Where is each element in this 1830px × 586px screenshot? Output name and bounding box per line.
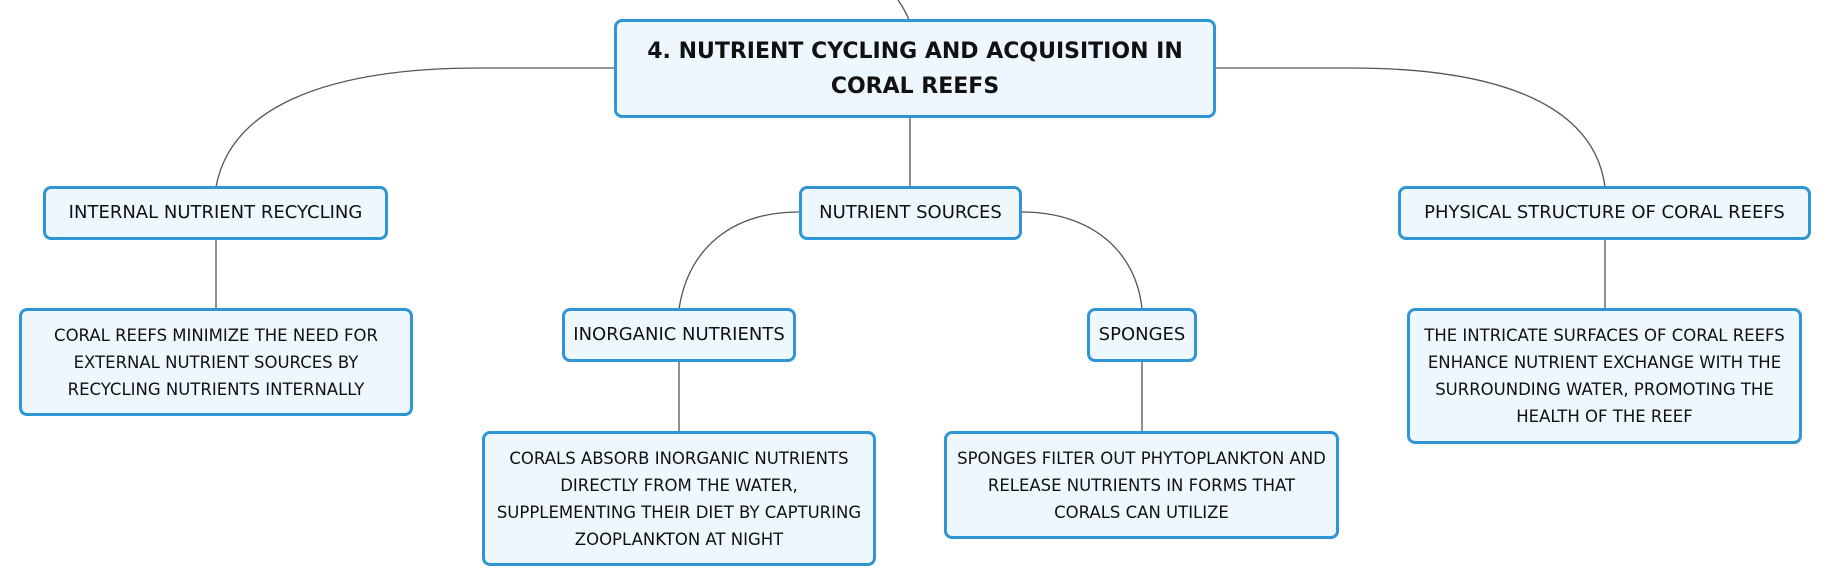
detail-structure-text: THE INTRICATE SURFACES OF CORAL REEFS EN… [1424,326,1785,426]
subtopic-inorganic-nutrients[interactable]: INORGANIC NUTRIENTS [562,308,796,362]
connector-sources-to-inorganic [678,211,800,310]
detail-physical-structure[interactable]: THE INTRICATE SURFACES OF CORAL REEFS EN… [1407,308,1802,444]
topic-nutrient-sources[interactable]: NUTRIENT SOURCES [799,186,1022,240]
connector-root-to-internal [215,67,614,188]
detail-internal-text: CORAL REEFS MINIMIZE THE NEED FOR EXTERN… [54,325,378,399]
root-node-label: 4. NUTRIENT CYCLING AND ACQUISITION IN C… [647,38,1183,99]
detail-inorganic-nutrients[interactable]: CORALS ABSORB INORGANIC NUTRIENTS DIRECT… [482,431,876,566]
connector-parent-to-root [897,0,910,21]
topic-internal-label: INTERNAL NUTRIENT RECYCLING [68,202,363,223]
topic-physical-structure[interactable]: PHYSICAL STRUCTURE OF CORAL REEFS [1398,186,1811,240]
connector-root-to-structure [1216,67,1606,188]
subtopic-sponges-label: SPONGES [1098,324,1186,345]
detail-sponges-text: SPONGES FILTER OUT PHYTOPLANKTON AND REL… [957,448,1326,522]
detail-inorganic-text: CORALS ABSORB INORGANIC NUTRIENTS DIRECT… [496,448,862,549]
connector-sources-to-sponges [1021,211,1143,310]
detail-internal-nutrient-recycling[interactable]: CORAL REEFS MINIMIZE THE NEED FOR EXTERN… [19,308,413,416]
detail-sponges[interactable]: SPONGES FILTER OUT PHYTOPLANKTON AND REL… [944,431,1339,539]
subtopic-sponges[interactable]: SPONGES [1087,308,1197,362]
root-node[interactable]: 4. NUTRIENT CYCLING AND ACQUISITION IN C… [614,19,1216,118]
topic-internal-nutrient-recycling[interactable]: INTERNAL NUTRIENT RECYCLING [43,186,388,240]
topic-sources-label: NUTRIENT SOURCES [819,202,1002,223]
topic-structure-label: PHYSICAL STRUCTURE OF CORAL REEFS [1424,202,1785,223]
subtopic-inorganic-label: INORGANIC NUTRIENTS [573,324,785,345]
